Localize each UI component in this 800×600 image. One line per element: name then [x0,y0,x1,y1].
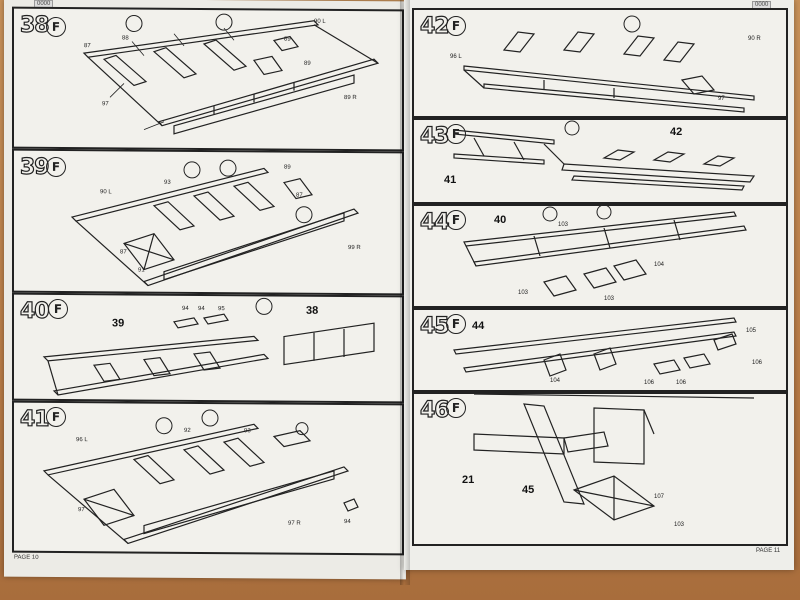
step-42-panel: 42 F 90 R 96 L 97 [412,8,788,118]
assembly-ref: 41 [444,174,457,186]
part-label: 89 [284,164,291,171]
step-41-panel: 41 F 96 L 92 93 97 97 R 94 [12,400,404,556]
step-44-panel: 44 F 40 103 103 103 104 [412,204,788,308]
step-41-drawing [42,409,359,545]
part-label: 87 [120,249,127,256]
right-page: 0000 42 F 90 R 96 L 97 43 F [404,0,794,570]
step-45-panel: 45 F 44 105 106 106 104 106 [412,308,788,392]
part-label: 97 [102,101,109,108]
left-page: 0000 38 F [4,0,406,580]
assembly-ref: 42 [670,126,683,138]
part-label: 94 [344,518,351,526]
part-label: 94 [198,305,205,312]
part-label: 93 [164,179,171,186]
step-40-drawing [42,297,375,396]
part-label: 90 L [100,189,112,196]
part-label: 97 [718,96,725,102]
part-label: 106 [752,360,763,366]
step-44-drawing [463,206,747,297]
step-45-drawing [453,317,737,377]
assembly-ref: 45 [522,484,535,496]
part-label: 93 [244,428,251,435]
step-45-number: 45 [419,313,450,339]
step-46-number: 46 [419,397,450,423]
step-42-number: 42 [419,13,450,39]
assembly-ref: 39 [112,317,125,330]
part-label: 103 [518,290,529,296]
part-label: 87 [296,192,303,199]
assembly-ref: 38 [306,304,319,317]
step-39-panel: 39 F 90 L 93 89 87 87 99 R [12,148,404,296]
part-label: 97 [78,507,85,514]
step-43-number: 43 [419,123,450,149]
part-label: 90 L [314,18,326,25]
step-40-panel: 40 F 39 38 94 94 95 [12,292,404,404]
glue-icon: F [446,210,466,230]
book-spine-fold [400,0,410,585]
part-label: 103 [604,296,615,302]
part-label: 89 R [344,94,357,102]
part-label: 104 [550,378,561,384]
step-43-panel: 43 F 42 41 [412,118,788,204]
step-44-number: 44 [419,209,450,235]
part-label: 105 [746,328,757,334]
part-label: 94 [182,305,189,312]
part-label: 88 [122,35,129,42]
step-38-panel: 38 F [12,6,404,152]
part-label: 96 L [450,54,462,60]
assembly-ref: 40 [494,214,507,226]
part-label: 89 [304,60,311,67]
assembly-ref: 44 [472,320,485,332]
step-42-drawing [463,15,755,113]
glue-icon: F [446,398,466,418]
glue-icon: F [446,16,466,36]
part-label: 90 R [748,36,761,42]
step-43-drawing [453,120,756,191]
part-label: 91 [138,267,145,274]
part-label: 107 [654,494,665,500]
assembly-ref: 21 [462,474,475,486]
step-39-drawing [70,159,360,287]
glue-icon: F [446,314,466,334]
part-label: 96 L [76,437,88,444]
part-label: 104 [654,262,665,268]
part-label: 103 [674,522,685,528]
part-label: 106 [676,380,687,386]
right-page-number: PAGE 11 [756,548,781,554]
part-label: 97 R [288,520,301,527]
part-label: 87 [84,43,91,50]
part-label: 103 [558,222,569,228]
left-page-number: PAGE 10 [14,554,39,561]
step-46-panel: 46 F 21 45 107 103 [412,392,788,546]
part-label: 95 [218,306,225,313]
part-label: 106 [644,380,655,386]
part-label: 89 [284,36,291,43]
step-38-drawing [82,13,380,135]
step-46-drawing [473,394,755,521]
part-label: 92 [184,427,191,434]
part-label: 99 R [348,244,361,252]
